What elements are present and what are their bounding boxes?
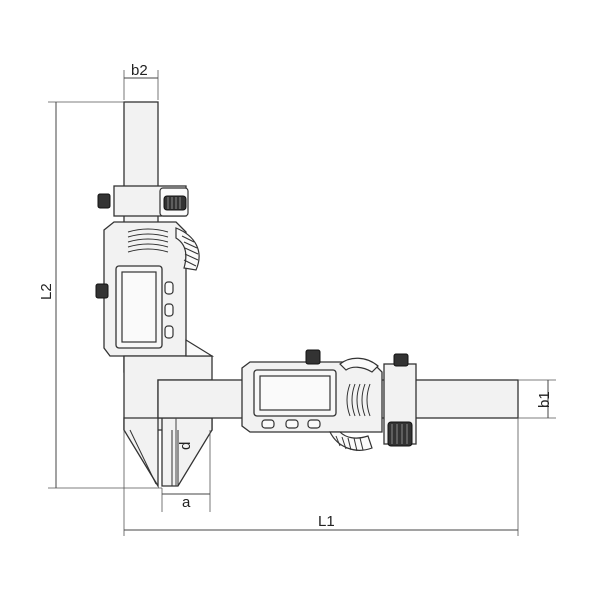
dimension-d: d bbox=[175, 418, 194, 486]
vertical-lock-knob-left bbox=[97, 193, 111, 209]
label-a: a bbox=[182, 494, 191, 511]
label-b1: b1 bbox=[536, 391, 553, 408]
vertical-clamp bbox=[97, 185, 189, 217]
label-d: d bbox=[177, 442, 194, 450]
label-b2: b2 bbox=[131, 62, 148, 79]
horizontal-lock-knob bbox=[393, 353, 409, 367]
vertical-grip bbox=[127, 228, 169, 253]
horizontal-button-2 bbox=[285, 419, 299, 429]
horizontal-fine-wheel bbox=[387, 421, 413, 447]
vertical-fine-wheel bbox=[163, 195, 187, 211]
vertical-digital-head bbox=[103, 221, 200, 357]
horizontal-thumb-ridges bbox=[335, 435, 364, 452]
horizontal-button-3 bbox=[307, 419, 321, 429]
dimension-L2: L2 bbox=[38, 101, 162, 489]
horizontal-grip bbox=[346, 383, 371, 417]
vertical-button-3 bbox=[164, 325, 174, 339]
label-L1: L1 bbox=[318, 513, 335, 530]
vertical-side-knob bbox=[95, 283, 109, 299]
dimension-a: a bbox=[161, 430, 211, 512]
dimension-b2: b2 bbox=[123, 62, 159, 100]
vertical-thumb-ridges bbox=[181, 235, 199, 267]
label-L2: L2 bbox=[38, 283, 55, 300]
dimension-L1: L1 bbox=[123, 418, 519, 536]
horizontal-button-1 bbox=[261, 419, 275, 429]
dimension-b1: b1 bbox=[518, 379, 556, 419]
vertical-button-1 bbox=[164, 281, 174, 295]
horizontal-clamp bbox=[383, 353, 417, 447]
vertical-button-2 bbox=[164, 303, 174, 317]
horizontal-digital-head bbox=[241, 349, 383, 452]
horizontal-top-knob bbox=[305, 349, 321, 365]
